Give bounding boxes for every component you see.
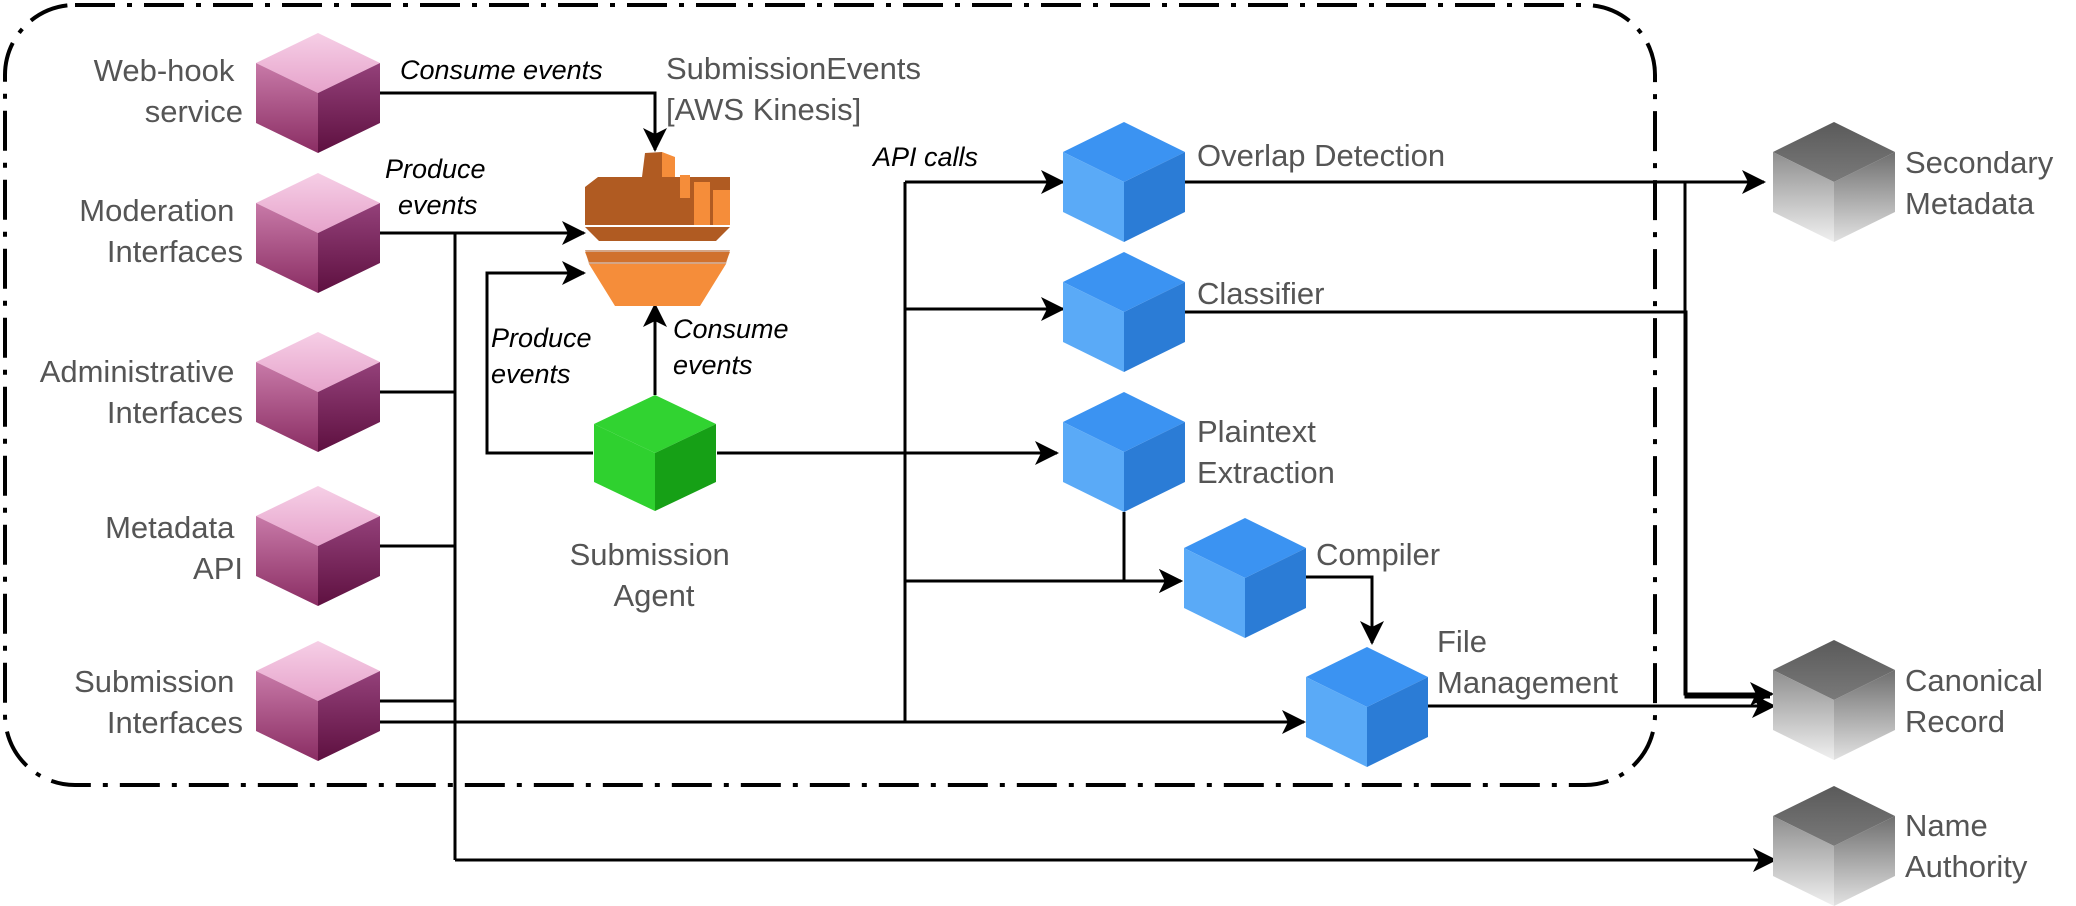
label-moderation: Moderation Interfaces	[79, 193, 243, 269]
label-webhook: Web-hook service	[94, 53, 243, 129]
edge-label-consume-top: Consume events	[400, 55, 603, 85]
kinesis-stream-icon	[585, 152, 730, 306]
label-secondary-metadata: Secondary Metadata	[1905, 145, 2062, 221]
label-kinesis: SubmissionEvents [AWS Kinesis]	[666, 51, 930, 127]
edge-label-api-calls: API calls	[871, 142, 978, 172]
cube-name-authority-icon	[1773, 786, 1895, 906]
cube-classifier-icon	[1063, 252, 1185, 372]
edges	[380, 91, 1777, 872]
label-name-authority: Name Authority	[1905, 808, 2028, 884]
cube-file-management-icon	[1306, 647, 1428, 767]
cube-plaintext-extraction-icon	[1063, 392, 1185, 512]
cube-secondary-metadata-icon	[1773, 122, 1895, 242]
cube-metadata-api-icon	[256, 486, 380, 606]
label-canonical-record: Canonical Record	[1905, 663, 2052, 739]
edge-label-produce-top: Produce events	[385, 154, 493, 220]
cube-compiler-icon	[1184, 518, 1306, 638]
label-administrative: Administrative Interfaces	[40, 354, 243, 430]
edge-compiler-to-filemgmt	[1306, 575, 1384, 645]
edge-label-produce-agent: Produce events	[491, 323, 599, 389]
label-submission-agent: Submission Agent	[570, 537, 739, 613]
edge-plaintext-to-compiler	[1122, 512, 1183, 593]
cube-administrative-icon	[256, 332, 380, 452]
edge-label-consume-agent: Consume events	[673, 314, 796, 380]
label-plaintext-extraction: Plaintext Extraction	[1197, 414, 1335, 490]
cube-webhook-icon	[256, 33, 380, 153]
edge-overlap-to-canonical	[1683, 182, 1774, 706]
system-boundary	[3, 3, 1657, 787]
label-metadata-api: Metadata API	[105, 510, 243, 586]
cube-moderation-icon	[256, 173, 380, 293]
edge-labels: Consume events Produce events Produce ev…	[385, 55, 978, 389]
cube-submission-interfaces-icon	[256, 641, 380, 761]
label-compiler: Compiler	[1316, 537, 1440, 572]
cube-submission-agent-icon	[594, 395, 716, 511]
label-classifier: Classifier	[1197, 276, 1324, 311]
edge-agent-produce	[485, 261, 593, 455]
label-file-management: File Management	[1437, 624, 1618, 700]
node-labels: Web-hook service Moderation Interfaces A…	[40, 51, 2062, 884]
edge-webhook-to-kinesis	[380, 91, 667, 152]
cube-canonical-record-icon	[1773, 640, 1895, 760]
label-submission-interfaces: Submission Interfaces	[74, 664, 243, 740]
label-overlap-detection: Overlap Detection	[1197, 138, 1445, 173]
cube-overlap-detection-icon	[1063, 122, 1185, 242]
